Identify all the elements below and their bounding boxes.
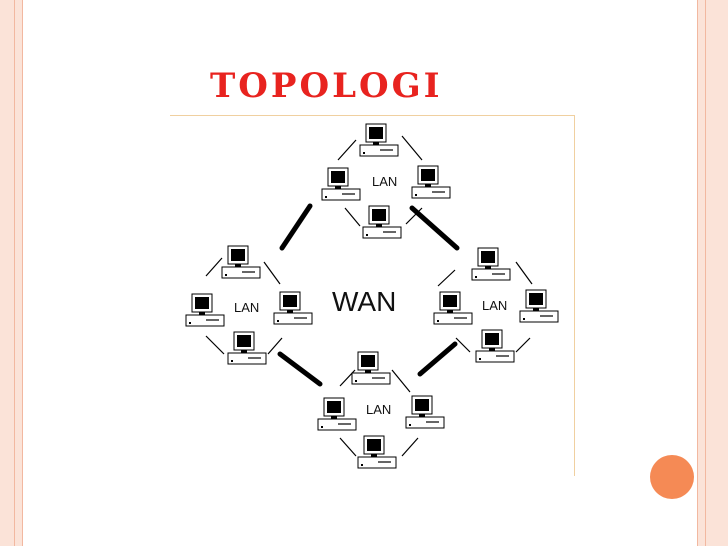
wan-link-left-bottom [277,351,323,387]
right-frame-border [697,0,728,546]
computer-icon [433,291,473,325]
computer-icon [185,293,225,327]
wan-link-right-bottom [417,341,458,377]
computer-icon [475,329,515,363]
network-diagram-svg: LAN LAN LAN LAN WAN [185,123,559,469]
computer-nodes [185,123,559,469]
lan-label-right: LAN [482,298,507,313]
computer-icon [359,123,399,157]
slide-title: TOPOLOGI [210,66,443,106]
computer-icon [471,247,511,281]
network-diagram: LAN LAN LAN LAN WAN [170,115,575,476]
computer-icon [317,397,357,431]
computer-icon [411,165,451,199]
lan-label-left: LAN [234,300,259,315]
wan-link-top-left [279,203,313,251]
computer-icon [321,167,361,201]
computer-icon [227,331,267,365]
computer-icon [362,205,402,239]
computer-icon [405,395,445,429]
decorative-circle [650,455,694,499]
wan-label: WAN [332,286,396,317]
lan-label-bottom: LAN [366,402,391,417]
computer-icon [519,289,559,323]
computer-icon [273,291,313,325]
computer-icon [357,435,397,469]
wan-link-top-right [409,205,460,251]
lan-label-top: LAN [372,174,397,189]
computer-icon [221,245,261,279]
computer-icon [351,351,391,385]
left-frame-border [0,0,23,546]
